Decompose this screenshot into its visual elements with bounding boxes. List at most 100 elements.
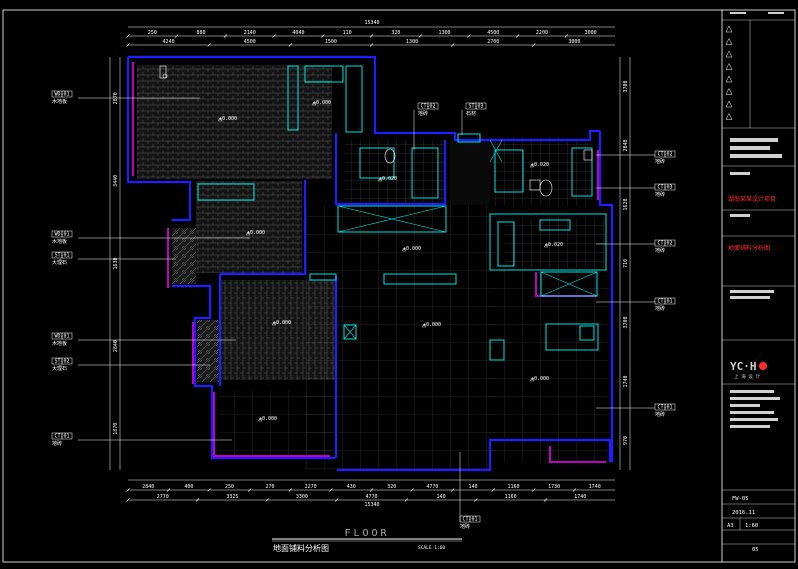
dim-label: 250 <box>225 484 234 490</box>
walls <box>126 55 614 472</box>
tag-code: ST-02 <box>54 359 69 365</box>
dim-tick <box>207 488 211 492</box>
dim-label: 4040 <box>292 30 304 36</box>
living-floor <box>306 205 496 470</box>
company-logo: YC·H <box>730 360 757 373</box>
dim-label: 3700 <box>623 80 629 92</box>
dim-tick <box>288 43 293 47</box>
window-sill-1 <box>172 228 196 284</box>
revision-triangle <box>725 37 733 45</box>
level-marker <box>543 243 549 248</box>
level-kitchen: ±0.020 <box>545 242 563 248</box>
dim-tick <box>491 488 495 492</box>
dim-label: 110 <box>343 30 352 36</box>
dim-label: 1620 <box>623 198 629 210</box>
dim-label: 2700 <box>487 39 499 45</box>
tag-box <box>469 515 481 523</box>
tag-box <box>61 332 73 340</box>
level-dining: ±0.000 <box>531 376 549 382</box>
dim-label: 2140 <box>244 30 256 36</box>
tag-leaders <box>78 97 655 522</box>
tag-box <box>61 230 73 238</box>
dim-tick <box>329 488 333 492</box>
dim-tick <box>248 488 252 492</box>
dim-tick <box>126 34 130 38</box>
level-bath2: ±0.020 <box>531 162 549 168</box>
dim-tick <box>174 34 179 38</box>
dim-tick <box>369 34 374 38</box>
tag-label: 地砖 <box>655 247 665 254</box>
level-study: ±0.000 <box>273 320 291 326</box>
dim-label: 880 <box>197 30 206 36</box>
level-bed2: ±0.000 <box>247 230 265 236</box>
tag-label: 木地板 <box>52 238 67 245</box>
tag-label: 木地板 <box>52 98 67 105</box>
dim-tick <box>223 34 228 38</box>
dim-label: 430 <box>347 484 356 490</box>
dim-tick <box>474 498 478 502</box>
dim-tick <box>564 34 569 38</box>
dim-label: 970 <box>623 436 629 445</box>
tag-code: CT-01 <box>462 517 477 523</box>
dim-tick <box>195 498 200 502</box>
tag-box <box>61 251 73 259</box>
tag-box <box>61 432 73 440</box>
tag-label: 石材 <box>466 110 476 117</box>
dim-label: 1740 <box>589 484 601 490</box>
dim-label: 2200 <box>536 30 548 36</box>
level-marker <box>257 417 263 422</box>
dim-tick <box>467 34 471 38</box>
tag-label: 地砖 <box>418 110 428 117</box>
window-sill-2 <box>197 320 221 382</box>
level-balcony: ±0.000 <box>259 416 277 422</box>
bath1-floor <box>345 140 445 204</box>
corridor-floor <box>450 140 490 205</box>
tag-box <box>61 357 73 365</box>
dim-tick <box>418 34 422 38</box>
tag-code: WD-01 <box>54 232 69 238</box>
level-marker <box>311 101 317 106</box>
dim-bottom-total: 15340 <box>364 502 379 508</box>
dim-label: 3300 <box>296 494 308 500</box>
tag-code: WD-01 <box>54 334 69 340</box>
dim-label: 1300 <box>439 30 451 36</box>
tag-box <box>427 102 439 110</box>
dim-tick <box>572 488 577 492</box>
dim-label: 4770 <box>365 494 377 500</box>
dim-tick <box>288 488 293 492</box>
dim-label: 1870 <box>113 423 119 435</box>
dim-label: 1630 <box>113 257 119 269</box>
drawing-name: 地面铺料分析图 <box>728 244 770 252</box>
dim-tick <box>369 488 374 492</box>
tag-box <box>664 403 676 411</box>
tag-code: CT-01 <box>657 405 672 411</box>
bath2-floor <box>492 138 592 206</box>
dim-label: 400 <box>184 484 193 490</box>
dim-label: 1740 <box>623 375 629 387</box>
dim-tick <box>410 488 414 492</box>
dim-tick <box>515 34 520 38</box>
drawing-scale: SCALE 1:60 <box>418 545 445 551</box>
dim-label: 3440 <box>113 175 119 187</box>
dim-label: 4500 <box>487 30 499 36</box>
revision-triangle <box>725 112 733 120</box>
dim-label: 2870 <box>113 92 119 104</box>
tag-code: CT-02 <box>657 152 672 158</box>
tag-label: 地砖 <box>655 411 665 418</box>
tag-code: WD-01 <box>54 92 69 98</box>
dim-label: 2840 <box>113 340 119 352</box>
dim-label: 320 <box>391 30 400 36</box>
dim-tick <box>272 34 276 38</box>
kitchen-floor <box>505 218 605 268</box>
dim-label: 250 <box>148 30 157 36</box>
white-details <box>159 65 593 197</box>
dim-label: 1160 <box>505 494 517 500</box>
tag-label: 大理石 <box>52 365 67 372</box>
dim-tick <box>126 488 130 492</box>
